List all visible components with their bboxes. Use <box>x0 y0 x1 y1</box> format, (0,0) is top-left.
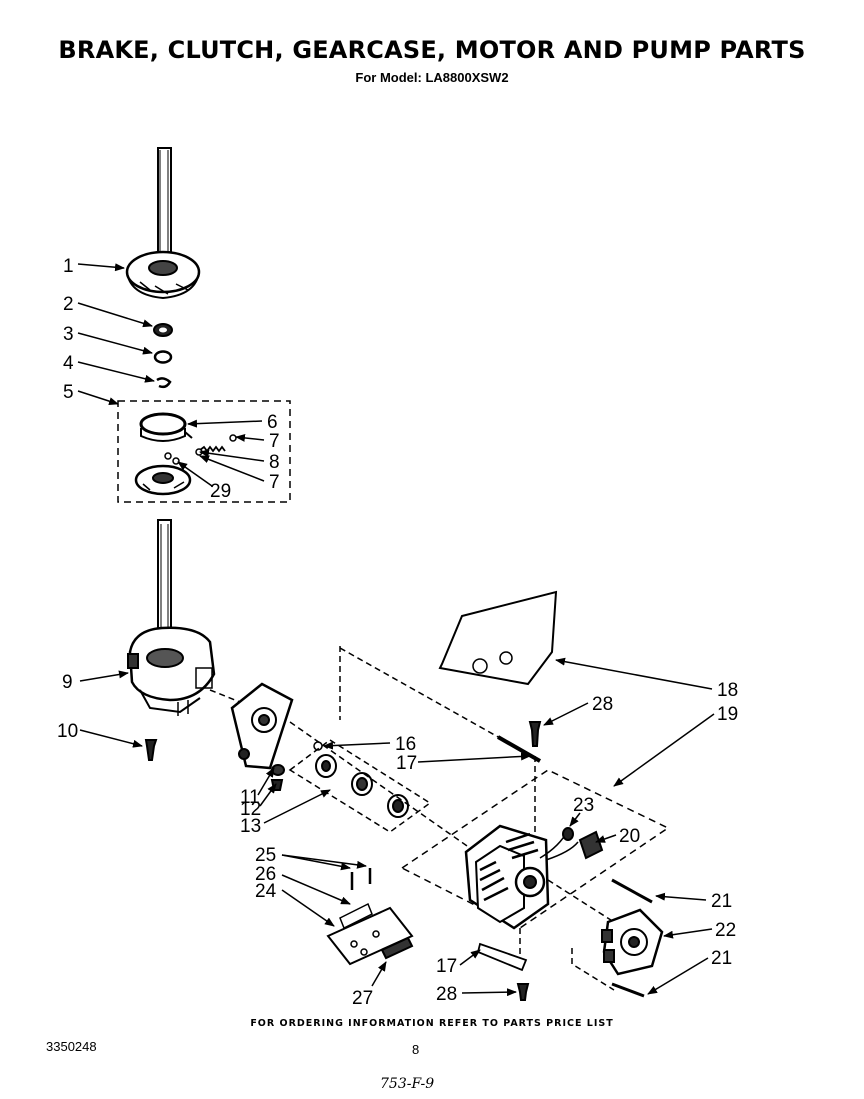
callout-17-lower: 17 <box>436 956 457 977</box>
callout-22: 22 <box>715 920 736 941</box>
bracket-drawing <box>326 868 414 966</box>
callout-25: 25 <box>255 845 276 866</box>
callout-1: 1 <box>63 256 74 277</box>
callout-4: 4 <box>63 353 74 374</box>
callout-13: 13 <box>240 816 261 837</box>
ordering-info-footer: FOR ORDERING INFORMATION REFER TO PARTS … <box>250 1018 614 1029</box>
callout-21-lower: 21 <box>711 948 732 969</box>
leader-lines <box>77 263 715 997</box>
page-number: 8 <box>412 1042 420 1057</box>
model-subtitle: For Model: LA8800XSW2 <box>355 70 509 85</box>
callout-6: 6 <box>267 412 278 433</box>
callout-23: 23 <box>573 795 594 816</box>
callout-7-lower: 7 <box>269 472 280 493</box>
clutch-assembly-box <box>117 400 291 503</box>
callout-2: 2 <box>63 294 74 315</box>
callout-8: 8 <box>269 452 280 473</box>
callout-28-upper: 28 <box>592 694 613 715</box>
callout-27: 27 <box>352 988 373 1009</box>
callout-10: 10 <box>57 721 78 742</box>
callout-5: 5 <box>63 382 74 403</box>
callout-24: 24 <box>255 881 277 902</box>
callout-21-upper: 21 <box>711 891 732 912</box>
callout-16: 16 <box>395 734 416 755</box>
callout-7-upper: 7 <box>269 431 280 452</box>
callout-11: 11 <box>240 787 260 808</box>
page-title: BRAKE, CLUTCH, GEARCASE, MOTOR AND PUMP … <box>58 36 806 64</box>
motor-assembly-drawing <box>339 590 670 1001</box>
callout-19: 19 <box>717 704 738 725</box>
callout-9: 9 <box>62 672 73 693</box>
callout-3: 3 <box>63 324 74 345</box>
callout-26: 26 <box>255 864 276 885</box>
document-number: 3350248 <box>46 1039 97 1054</box>
callout-18: 18 <box>717 680 738 701</box>
callout-labels: 1 2 3 4 5 6 7 8 7 29 9 10 11 12 13 16 17… <box>57 256 738 1009</box>
brake-assembly-drawing <box>125 147 201 389</box>
callout-28-lower: 28 <box>436 984 457 1005</box>
callout-29: 29 <box>210 481 231 502</box>
callout-17-upper: 17 <box>396 753 417 774</box>
handwritten-note: 753-F-9 <box>380 1076 435 1092</box>
callout-12: 12 <box>240 799 261 820</box>
gearcase-drawing <box>127 519 216 761</box>
pump-drive-drawing <box>209 682 471 849</box>
callout-20: 20 <box>619 826 640 847</box>
